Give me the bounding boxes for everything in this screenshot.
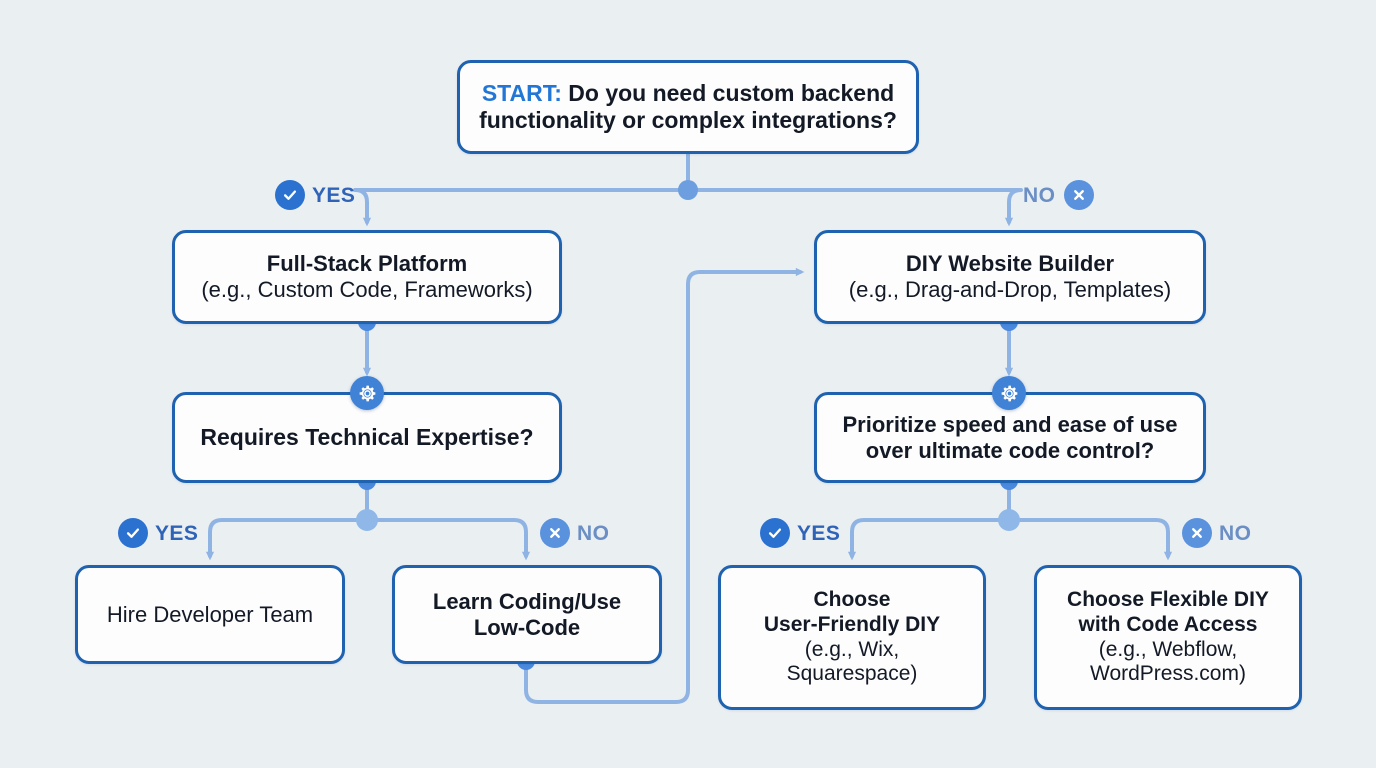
yes-badge-right: [760, 518, 790, 548]
gear-icon: [1001, 385, 1017, 401]
no-badge-left: [540, 518, 570, 548]
branch-label-right-yes: YES: [797, 522, 841, 545]
no-badge-top: [1064, 180, 1094, 210]
node-friendly-line2: User-Friendly DIY: [763, 612, 941, 636]
yes-badge-top: [275, 180, 305, 210]
node-start[interactable]: START: Do you need custom backend functi…: [457, 60, 919, 154]
start-line1-rest: Do you need custom backend: [561, 79, 895, 106]
start-keyword: START:: [481, 79, 562, 106]
node-fullstack-platform[interactable]: Full-Stack Platform (e.g., Custom Code, …: [172, 230, 562, 324]
junction-dot-top: [678, 180, 698, 200]
x-icon: [1074, 190, 1084, 200]
node-friendly-line4: Squarespace): [786, 662, 918, 686]
node-prioritize-speed[interactable]: Prioritize speed and ease of use over ul…: [814, 392, 1206, 483]
node-choose-flexible-diy[interactable]: Choose Flexible DIY with Code Access (e.…: [1034, 565, 1302, 710]
node-diy-line1: DIY Website Builder: [905, 251, 1115, 277]
branch-label-left-no: NO: [577, 522, 610, 545]
node-flexible-line1: Choose Flexible DIY: [1067, 587, 1269, 611]
branch-label-top-no: NO: [1023, 184, 1056, 207]
branch-label-left-yes: YES: [155, 522, 199, 545]
junction-dot-left-branch: [356, 509, 378, 531]
junction-dot-right-branch: [998, 509, 1020, 531]
node-learn-coding-low-code[interactable]: Learn Coding/Use Low-Code: [392, 565, 662, 664]
node-flexible-line2: with Code Access: [1078, 612, 1258, 636]
branch-label-right-no: NO: [1219, 522, 1252, 545]
node-hire-line1: Hire Developer Team: [106, 601, 314, 627]
x-icon: [1192, 528, 1202, 538]
node-flexible-line4: WordPress.com): [1090, 662, 1246, 686]
node-learn-line1: Learn Coding/Use: [432, 588, 622, 614]
node-diy-website-builder[interactable]: DIY Website Builder (e.g., Drag-and-Drop…: [814, 230, 1206, 324]
gear-icon: [359, 385, 375, 401]
node-friendly-line1: Choose: [813, 587, 891, 611]
gear-icon-techexp: [350, 376, 384, 410]
x-icon: [550, 528, 560, 538]
node-choose-user-friendly-diy[interactable]: Choose User-Friendly DIY (e.g., Wix, Squ…: [718, 565, 986, 710]
node-prioritize-line1: Prioritize speed and ease of use: [842, 411, 1178, 437]
check-icon: [126, 528, 140, 538]
node-fullstack-line2: (e.g., Custom Code, Frameworks): [201, 277, 533, 302]
node-start-line2: functionality or complex integrations?: [479, 107, 897, 133]
node-start-line1: START: Do you need custom backend: [482, 80, 894, 107]
node-fullstack-line1: Full-Stack Platform: [266, 251, 468, 277]
no-badge-right: [1182, 518, 1212, 548]
node-prioritize-line2: over ultimate code control?: [865, 437, 1155, 463]
branch-label-top-yes: YES: [312, 184, 356, 207]
node-hire-developer-team[interactable]: Hire Developer Team: [75, 565, 345, 664]
node-flexible-line3: (e.g., Webflow,: [1098, 637, 1238, 661]
check-icon: [768, 528, 782, 538]
node-learn-line2: Low-Code: [473, 614, 581, 640]
yes-badge-left: [118, 518, 148, 548]
node-diy-line2: (e.g., Drag-and-Drop, Templates): [848, 277, 1172, 302]
node-friendly-line3: (e.g., Wix,: [804, 637, 900, 661]
check-icon: [283, 190, 297, 200]
gear-icon-prioritize: [992, 376, 1026, 410]
node-techexp-line1: Requires Technical Expertise?: [200, 423, 534, 450]
